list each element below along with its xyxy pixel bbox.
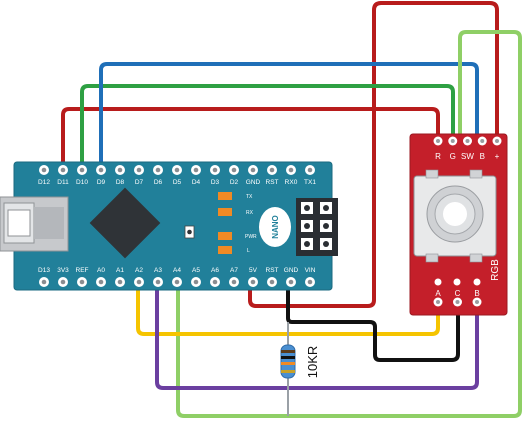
resistor-label: 10KR	[305, 346, 320, 379]
nano-pin-label: D12	[38, 179, 50, 186]
nano-pin-label: GND	[246, 179, 261, 186]
nano-pin-label: 5V	[249, 267, 258, 274]
nano-pin-label: D3	[211, 179, 220, 186]
led-pwr-label: PWR	[245, 234, 257, 240]
nano-pin-label: D6	[154, 179, 163, 186]
led-l	[218, 246, 232, 254]
nano-pin-label: VIN	[305, 267, 316, 274]
nano-pin-label: D2	[230, 179, 239, 186]
encoder-pin-label: R	[435, 152, 441, 161]
nano-pin-label: A4	[173, 267, 181, 274]
nano-pin-label: A7	[230, 267, 238, 274]
nano-pin-label: 3V3	[57, 267, 69, 274]
encoder-knob-cap	[443, 202, 467, 226]
nano-logo-text: NANO	[271, 215, 280, 239]
encoder-pin-label: SW	[461, 152, 474, 161]
nano-bottom-pin-row: D13 3V3 REF A0 A1 A2 A3 A4 A5 A6 A7 5V RST GND VIN	[38, 267, 316, 287]
encoder-pin-label: C	[455, 289, 461, 298]
nano-pin-label: D8	[116, 179, 125, 186]
nano-pin-label: REF	[76, 267, 89, 274]
nano-pin-label: GND	[284, 267, 299, 274]
nano-pin-label: TX1	[304, 179, 316, 186]
nano-pin-label: D4	[192, 179, 201, 186]
wire-5v-to-plus	[248, 1, 499, 308]
nano-pin-label: D13	[38, 267, 50, 274]
encoder-pin-label: +	[495, 152, 500, 161]
led-rx-label: RX	[246, 210, 254, 216]
encoder-label: RGB	[490, 259, 501, 281]
arduino-nano: TX RX PWR L NANO D12 D11 D10 D9 D8 D7 D6 D5 D4 D3…	[0, 161, 338, 291]
nano-pin-label: A1	[116, 267, 124, 274]
wire-sw-to-a4	[176, 30, 522, 418]
resistor-10k: 10KR	[280, 344, 320, 379]
nano-pin-label: D7	[135, 179, 144, 186]
nano-pin-label: A2	[135, 267, 143, 274]
encoder-pin-label: G	[450, 152, 456, 161]
nano-pin-label: A0	[97, 267, 105, 274]
nano-pin-label: RST	[266, 267, 279, 274]
led-rx	[218, 208, 232, 216]
encoder-pin-label: B	[480, 152, 485, 161]
wire-d10-to-g	[80, 84, 455, 168]
wire-gnd-to-c	[286, 282, 460, 362]
usb-connector	[0, 196, 69, 252]
wire-d9-to-b	[99, 62, 479, 168]
resistor-body	[280, 344, 296, 379]
nano-pin-label: D11	[57, 179, 69, 186]
nano-pin-label: A6	[211, 267, 219, 274]
wires	[61, 1, 522, 418]
wire-a3-to-b	[155, 282, 479, 390]
nano-pin-label: RX0	[285, 179, 298, 186]
encoder-pin-label: A	[435, 289, 441, 298]
nano-top-pin-row: D12 D11 D10 D9 D8 D7 D6 D5 D4 D3 D2 GND RST RX0 TX1	[38, 165, 316, 186]
encoder-pin-label: B	[474, 289, 479, 298]
nano-pin-label: D9	[97, 179, 106, 186]
nano-pin-label: RST	[266, 179, 279, 186]
led-tx-label: TX	[246, 194, 253, 200]
wire-d11-to-r	[61, 107, 440, 168]
led-l-label: L	[247, 248, 250, 254]
nano-pin-label: A5	[192, 267, 200, 274]
nano-pin-label: D10	[76, 179, 88, 186]
led-pwr	[218, 232, 232, 240]
nano-pin-label: A3	[154, 267, 162, 274]
nano-logo	[259, 207, 291, 247]
nano-pin-label: D5	[173, 179, 182, 186]
led-tx	[218, 192, 232, 200]
